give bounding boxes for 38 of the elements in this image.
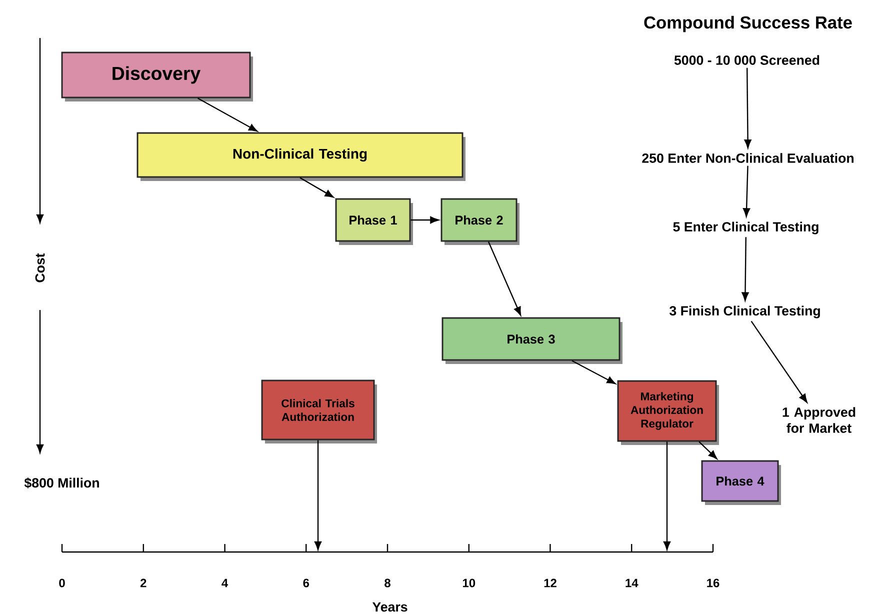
tick-label: 12	[544, 578, 556, 588]
stage-count: 250 Enter Non-Clinical Evaluation	[642, 153, 854, 163]
tick-label: 10	[462, 578, 476, 588]
stage-box: Phase 2	[440, 198, 520, 245]
column-heading: Compound Success Rate	[644, 16, 852, 32]
cost-label: $800 Million	[24, 478, 99, 488]
stage-count: 3 Finish Clinical Testing	[670, 306, 820, 318]
stage-box: Phase 3	[442, 317, 622, 364]
stage-box: Marketing Authorization Regulator	[617, 380, 719, 445]
arrow	[314, 440, 322, 550]
arrow	[698, 441, 718, 460]
axis-label: Cost	[35, 253, 45, 282]
stage-count: 1 Approved for Market	[782, 407, 856, 433]
tick-label: 4	[222, 578, 228, 588]
stage-box: Phase 1	[335, 198, 413, 245]
tick-label: 2	[140, 578, 146, 588]
stage-box: Discovery	[61, 52, 253, 102]
arrow	[198, 98, 258, 132]
stage-box: Clinical Trials Authorization	[261, 380, 377, 444]
stage-box: Phase 4	[701, 460, 781, 505]
arrow	[742, 237, 749, 301]
arrow	[572, 360, 616, 384]
arrow	[743, 166, 750, 217]
arrow	[300, 177, 334, 198]
tick-label: 16	[707, 578, 720, 588]
stage-box: Non-Clinical Testing	[136, 132, 466, 181]
tick-label: 6	[303, 578, 310, 588]
tick-label: 0	[59, 578, 65, 588]
arrow	[410, 216, 439, 224]
tick-label: 14	[626, 578, 638, 588]
arrow	[488, 241, 522, 316]
tick-label: 8	[384, 578, 390, 588]
arrow	[744, 68, 752, 148]
arrow	[663, 442, 671, 550]
stage-count: 5000 - 10 000 Screened	[674, 55, 820, 65]
axis-label: Years	[372, 602, 408, 612]
arrow	[750, 320, 808, 403]
stage-count: 5 Enter Clinical Testing	[673, 222, 818, 234]
